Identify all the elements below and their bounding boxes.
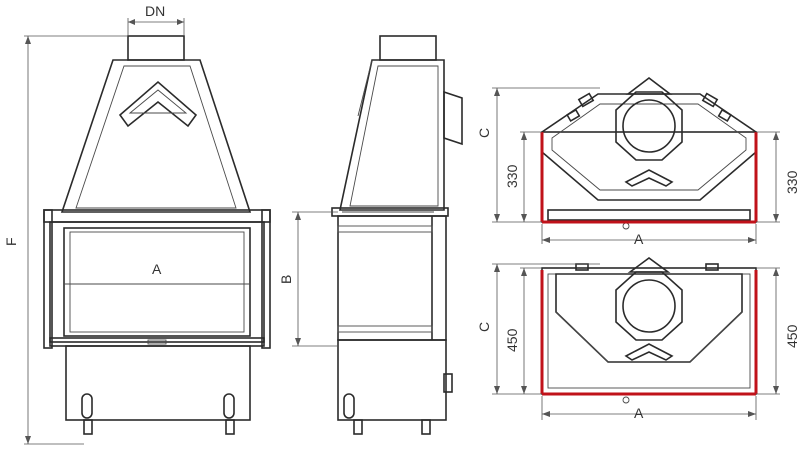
dim450-right-label: 450 xyxy=(784,324,800,348)
side-view xyxy=(331,35,463,435)
front-width-label: A xyxy=(152,261,162,277)
dn-dimension: DN xyxy=(127,3,185,36)
dn-label: DN xyxy=(145,3,165,19)
a-bottom-label: A xyxy=(634,405,644,421)
top-view-330 xyxy=(540,76,758,230)
c-top-label: C xyxy=(476,128,492,138)
f-dimension: F xyxy=(3,35,128,445)
a-top-label: A xyxy=(634,231,644,247)
b-dimension: B xyxy=(278,211,338,347)
c-bottom-label: C xyxy=(476,322,492,332)
dim450-left-label: 450 xyxy=(504,328,520,352)
top-view-450-dimensions: C 450 450 A xyxy=(476,263,800,421)
top-view-450 xyxy=(540,257,758,404)
dim330-right-label: 330 xyxy=(784,170,800,194)
f-label: F xyxy=(3,237,19,246)
dim330-left-label: 330 xyxy=(504,164,520,188)
top-view-330-dimensions: C 330 330 A xyxy=(476,87,800,247)
b-label: B xyxy=(278,275,294,284)
front-view xyxy=(43,35,271,435)
hood-chevron-emblem xyxy=(118,80,198,128)
